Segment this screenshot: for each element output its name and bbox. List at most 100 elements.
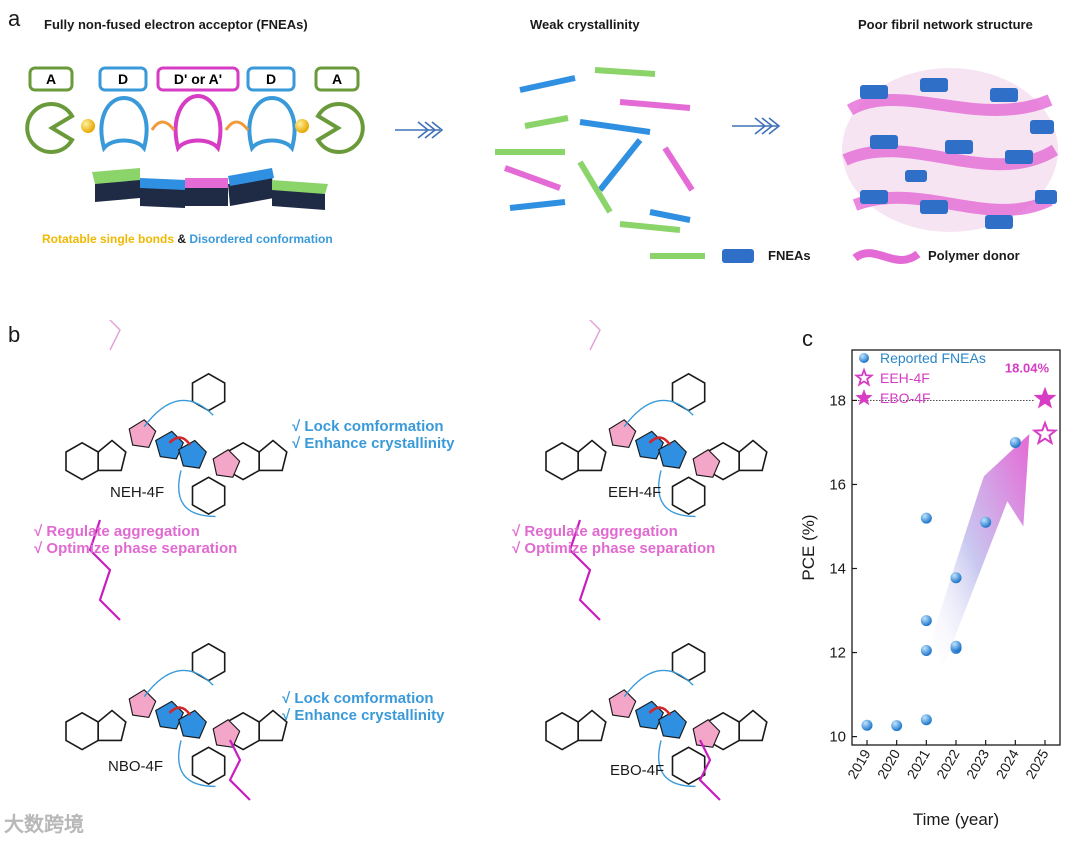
legend-ebo-marker: [855, 389, 873, 406]
data-point-reported: [950, 640, 962, 652]
weak-crystallinity-title: Weak crystallinity: [530, 17, 640, 32]
fibril-network: [842, 68, 1059, 232]
data-point-ebo: [1033, 386, 1057, 409]
spacer-shape: [173, 93, 223, 153]
y-tick-label: 18: [829, 392, 846, 409]
x-tick-label: 2025: [1022, 746, 1052, 781]
alkyl-chain: [698, 739, 721, 801]
panel-a-caption: Rotatable single bonds & Disordered conf…: [42, 232, 333, 246]
unit-box-d-right: D: [246, 66, 296, 92]
molecule-name-eeh: EEH-4F: [608, 484, 662, 501]
data-point-reported: [920, 644, 932, 656]
y-tick-label: 14: [829, 561, 846, 578]
data-point-reported: [1009, 436, 1021, 448]
alkyl-chain: [109, 320, 121, 351]
disordered-block-bar: [92, 168, 328, 210]
molecule-structures: [65, 320, 768, 801]
panel-b-letter: b: [8, 322, 21, 347]
lock-conformation-block-bottom: √ Lock comformation √ Enhance crystallin…: [282, 690, 444, 724]
rotation-arrow-left: [150, 120, 176, 131]
lock-line-1b: √ Lock comformation: [282, 690, 434, 707]
lock-conformation-block-top: √ Lock comformation √ Enhance crystallin…: [292, 418, 454, 452]
data-point-reported: [861, 719, 873, 731]
unit-box-spacer: D' or A': [156, 66, 240, 92]
arrow-to-fibril: [732, 117, 781, 135]
caption-single-bonds: Rotatable single bonds: [42, 232, 175, 246]
data-point-reported: [950, 572, 962, 584]
legend-label-0: Reported FNEAs: [880, 350, 986, 366]
data-point-eeh: [1031, 420, 1059, 446]
y-tick-label: 10: [829, 729, 846, 746]
y-axis-label: PCE (%): [799, 514, 818, 580]
watermark: 大数跨境: [4, 814, 84, 836]
lock-line-2b: √ Enhance crystallinity: [282, 707, 445, 724]
regulate-line-2: √ Optimize phase separation: [34, 540, 238, 557]
x-tick-label: 2020: [874, 746, 904, 781]
panel-a-letter: a: [8, 6, 21, 31]
legend-reported-marker: [859, 353, 869, 363]
caption-disordered: Disordered conformation: [189, 232, 333, 246]
regulate-block-left: √ Regulate aggregation √ Optimize phase …: [34, 523, 237, 557]
regulate-line-2b: √ Optimize phase separation: [512, 540, 716, 557]
regulate-line-1b: √ Regulate aggregation: [512, 523, 678, 540]
alkyl-chain: [228, 739, 251, 801]
data-point-reported: [920, 615, 932, 627]
fneas-title: Fully non-fused electron acceptor (FNEAs…: [44, 17, 308, 32]
regulate-block-right: √ Regulate aggregation √ Optimize phase …: [512, 523, 715, 557]
acceptor-left-shape: [25, 102, 75, 154]
svg-text:D: D: [266, 71, 276, 87]
bond-ball-left: [81, 119, 95, 133]
data-point-reported: [920, 714, 932, 726]
lock-line-1: √ Lock comformation: [292, 418, 444, 435]
alkyl-chain: [88, 519, 121, 621]
svg-text:D: D: [118, 71, 128, 87]
x-tick-label: 2019: [844, 746, 874, 781]
arrow-to-crystallinity: [395, 121, 444, 139]
molecule-sketch-2: [545, 372, 768, 518]
acceptor-right-shape: [315, 102, 365, 154]
legend-label-2: EBO-4F: [880, 390, 931, 406]
rotation-arrow-right: [224, 120, 250, 131]
svg-text:D' or A': D' or A': [174, 71, 222, 87]
bond-ball-right: [295, 119, 309, 133]
y-tick-label: 16: [829, 476, 846, 493]
legend-label-1: EEH-4F: [880, 370, 930, 386]
molecule-sketch-3: [65, 642, 288, 788]
unit-box-a-left: A: [28, 66, 74, 92]
molecule-name-nbo: NBO-4F: [108, 758, 164, 775]
data-point-reported: [920, 512, 932, 524]
caption-ampersand: &: [174, 232, 190, 246]
svg-text:A: A: [332, 71, 342, 87]
data-point-reported: [980, 516, 992, 528]
y-tick-label: 12: [829, 645, 846, 662]
annotation-18-04: 18.04%: [1005, 361, 1050, 376]
unit-box-d-left: D: [98, 66, 148, 92]
legend-fneas-label: FNEAs: [768, 248, 811, 263]
x-tick-label: 2024: [992, 746, 1022, 781]
alkyl-chain: [568, 519, 601, 621]
molecule-sketch: [65, 372, 288, 518]
weak-crystallinity-sticks: [495, 67, 695, 233]
legend-polymer-icon: [852, 249, 921, 264]
lock-line-2: √ Enhance crystallinity: [292, 435, 455, 452]
legend-eeh-marker: [853, 367, 875, 387]
molecule-name-ebo: EBO-4F: [610, 762, 665, 779]
legend-polymer-label: Polymer donor: [928, 248, 1020, 263]
x-tick-label: 2022: [933, 746, 963, 781]
x-tick-label: 2023: [963, 746, 993, 781]
panel-a-illustration: A D D' or A' D A: [25, 66, 1059, 264]
molecule-name-neh: NEH-4F: [110, 484, 165, 501]
x-tick-label: 2021: [903, 746, 933, 781]
data-point-reported: [891, 720, 903, 732]
donor-left-shape: [99, 95, 149, 153]
plot-frame: [851, 349, 1061, 746]
unit-box-a-right: A: [314, 66, 360, 92]
legend-fneas-icon: [722, 249, 754, 263]
donor-right-shape: [247, 95, 297, 153]
alkyl-chain: [589, 320, 601, 351]
fibril-network-title: Poor fibril network structure: [858, 17, 1033, 32]
panel-c-letter: c: [802, 326, 813, 351]
trend-arrow: [932, 434, 1030, 670]
regulate-line-1: √ Regulate aggregation: [34, 523, 200, 540]
